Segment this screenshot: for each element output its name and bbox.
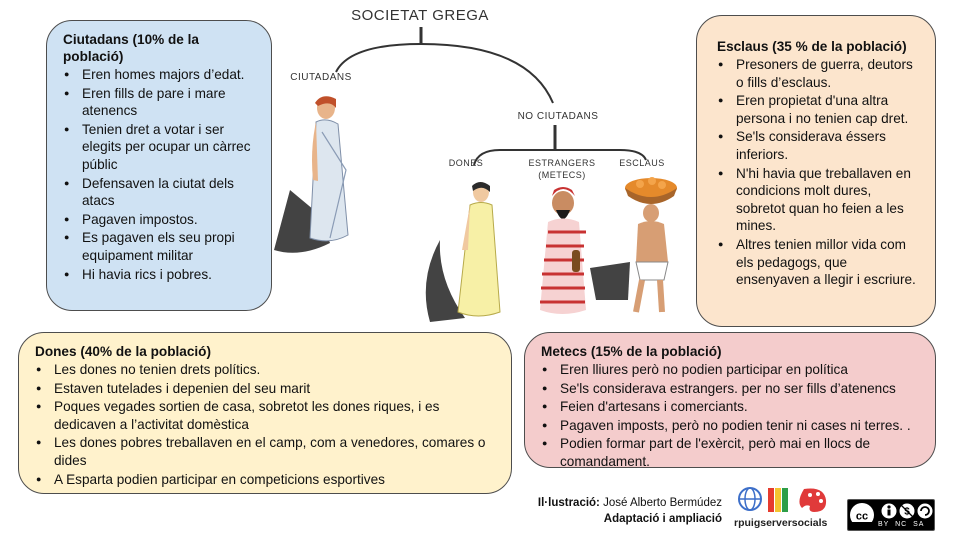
illustration-label: Il·lustració:: [537, 497, 600, 509]
attribution-icon: [880, 502, 898, 520]
creative-commons-icon: cc: [850, 503, 874, 527]
list-item: Eren propietat d'una altra persona i no …: [717, 92, 923, 127]
label-esclaus: ESCLAUS: [619, 158, 665, 168]
globe-icon: [738, 487, 762, 511]
list-item: Tenien dret a votar i ser elegits per oc…: [63, 121, 259, 174]
metecs-info-box: Metecs (15% de la població) Eren lliures…: [524, 332, 936, 471]
label-ciutadans: CIUTADANS: [290, 72, 352, 83]
list-item: N'hi havia que treballaven en condicions…: [717, 165, 923, 235]
greek-citizen-figure: [274, 96, 349, 253]
svg-text:cc: cc: [856, 511, 868, 523]
list-item: Poques vegades sortien de casa, sobretot…: [35, 398, 499, 433]
adaptation-credit: Adaptació i ampliació: [603, 513, 722, 525]
list-item: Pagaven impostos.: [63, 211, 259, 229]
list-item: Eren fills de pare i mare atenencs: [63, 85, 259, 120]
illustration-credit: Il·lustració: José Alberto Bermúdez: [480, 497, 722, 509]
non-commercial-icon: $: [898, 502, 916, 520]
list-item: Se'ls considerava estrangers. per no ser…: [541, 380, 923, 398]
label-no-ciutadans: NO CIUTADANS: [517, 111, 599, 122]
license-badge-text: BY NC SA: [878, 521, 925, 528]
label-estrangers: ESTRANGERS: [528, 158, 596, 168]
greek-woman-figure: [425, 182, 501, 322]
list-item: Se'ls considerava éssers inferiors.: [717, 128, 923, 163]
list-item: Hi havia rics i pobres.: [63, 266, 259, 284]
list-item: Les dones no tenien drets polítics.: [35, 361, 499, 379]
slave-carrying-basket-figure: [590, 177, 677, 313]
site-logo-text: rpuigserversocials: [734, 517, 828, 529]
list-item: Pagaven imposts, però no podien tenir ni…: [541, 417, 923, 435]
license-badge-icons: cc $: [850, 502, 934, 527]
label-dones: DONES: [448, 158, 484, 168]
share-alike-icon: [916, 502, 934, 520]
diagram-title: SOCIETAT GREGA: [351, 7, 489, 24]
list-item: Les dones pobres treballaven en el camp,…: [35, 434, 499, 469]
esclaus-list: Presoners de guerra, deutors o fills d’e…: [717, 56, 923, 289]
books-icon: [768, 488, 788, 512]
site-logo[interactable]: rpuigserversocials: [734, 484, 834, 532]
list-item: A Esparta podien participar en competici…: [35, 471, 499, 489]
dones-list: Les dones no tenien drets polítics. Esta…: [35, 361, 499, 488]
ciutadans-info-box: Ciutadans (10% de la població) Eren home…: [46, 20, 272, 311]
palette-icon: [799, 488, 827, 512]
metecs-list: Eren lliures però no podien participar e…: [541, 361, 923, 471]
list-item: Eren homes majors d’edat.: [63, 66, 259, 84]
ciutadans-title: Ciutadans (10% de la població): [63, 32, 199, 64]
metecs-title: Metecs (15% de la població): [541, 344, 722, 359]
illustration-author: José Alberto Bermúdez: [603, 497, 722, 509]
list-item: Es pagaven els seu propi equipament mili…: [63, 229, 259, 264]
list-item: Eren lliures però no podien participar e…: [541, 361, 923, 379]
dones-info-box: Dones (40% de la població) Les dones no …: [18, 332, 512, 494]
metec-foreigner-figure: [540, 187, 586, 314]
ciutadans-list: Eren homes majors d’edat. Eren fills de …: [63, 66, 259, 283]
list-item: Altres tenien millor vida com els pedago…: [717, 236, 923, 289]
license-badge[interactable]: cc $ BY NC SA: [847, 499, 935, 531]
dones-title: Dones (40% de la població): [35, 344, 212, 359]
list-item: Presoners de guerra, deutors o fills d’e…: [717, 56, 923, 91]
list-item: Feien d'artesans i comerciants.: [541, 398, 923, 416]
esclaus-title: Esclaus (35 % de la població): [717, 39, 907, 54]
list-item: Estaven tutelades i depenien del seu mar…: [35, 380, 499, 398]
list-item: Defensaven la ciutat dels atacs: [63, 175, 259, 210]
list-item: Podien formar part de l'exèrcit, però ma…: [541, 435, 923, 470]
esclaus-info-box: Esclaus (35 % de la població) Presoners …: [696, 15, 936, 327]
site-logo-icons: [738, 487, 827, 512]
label-metecs: (METECS): [538, 170, 586, 180]
